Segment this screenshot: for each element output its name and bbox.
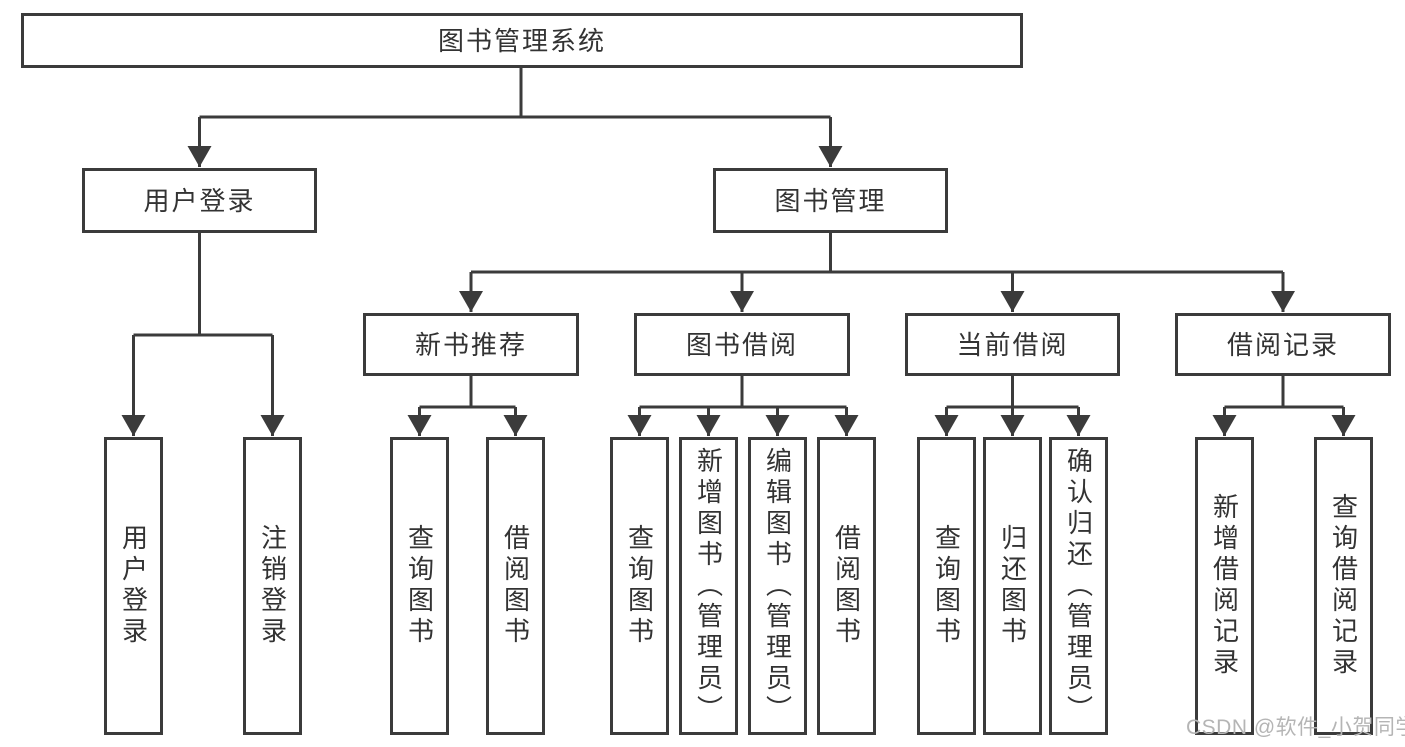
node-current-borrow: 当前借阅 bbox=[905, 313, 1120, 376]
leaf-borrow-books-2-label: 借阅图书 bbox=[831, 524, 862, 648]
node-book-management: 图书管理 bbox=[713, 168, 948, 233]
leaf-edit-book-admin: 编辑图书（管理员） bbox=[748, 437, 807, 735]
connector-new-book-to-leaves bbox=[407, 376, 528, 436]
leaf-logout-label: 注销登录 bbox=[257, 524, 288, 648]
connector-book-borrow-to-leaves bbox=[627, 376, 859, 436]
leaf-search-books-borrow-label: 查询图书 bbox=[624, 524, 655, 648]
leaf-search-borrow-record: 查询借阅记录 bbox=[1314, 437, 1373, 735]
watermark: CSDN @软件_小贺同学 bbox=[1186, 716, 1405, 739]
leaf-confirm-return-admin-label: 确认归还（管理员） bbox=[1063, 446, 1094, 726]
node-book-borrow: 图书借阅 bbox=[634, 313, 850, 376]
node-new-book-recommend: 新书推荐 bbox=[363, 313, 579, 376]
node-borrow-records: 借阅记录 bbox=[1175, 313, 1391, 376]
leaf-search-books-recommend-label: 查询图书 bbox=[404, 524, 435, 648]
leaf-edit-book-admin-label: 编辑图书（管理员） bbox=[762, 446, 793, 726]
leaf-search-books-borrow: 查询图书 bbox=[610, 437, 669, 735]
leaf-user-login-label: 用户登录 bbox=[118, 524, 149, 648]
leaf-add-book-admin: 新增图书（管理员） bbox=[679, 437, 738, 735]
leaf-add-book-admin-label: 新增图书（管理员） bbox=[693, 446, 724, 726]
leaf-borrow-books-recommend: 借阅图书 bbox=[486, 437, 545, 735]
leaf-search-borrow-record-label: 查询借阅记录 bbox=[1328, 493, 1359, 679]
leaf-return-book: 归还图书 bbox=[983, 437, 1042, 735]
node-root-label: 图书管理系统 bbox=[437, 25, 606, 56]
leaf-search-books-recommend: 查询图书 bbox=[390, 437, 449, 735]
node-book-borrow-label: 图书借阅 bbox=[685, 329, 798, 360]
node-new-book-recommend-label: 新书推荐 bbox=[414, 329, 527, 360]
node-book-management-label: 图书管理 bbox=[774, 185, 887, 216]
leaf-search-books-current-label: 查询图书 bbox=[931, 524, 962, 648]
connector-user-login-to-leaves bbox=[121, 233, 285, 436]
leaf-logout: 注销登录 bbox=[243, 437, 302, 735]
node-current-borrow-label: 当前借阅 bbox=[956, 329, 1069, 360]
node-user-login: 用户登录 bbox=[82, 168, 317, 233]
node-user-login-label: 用户登录 bbox=[143, 185, 256, 216]
leaf-return-book-label: 归还图书 bbox=[997, 524, 1028, 648]
node-borrow-records-label: 借阅记录 bbox=[1226, 329, 1339, 360]
leaf-borrow-books-recommend-label: 借阅图书 bbox=[500, 524, 531, 648]
leaf-user-login: 用户登录 bbox=[104, 437, 163, 735]
leaf-borrow-books-2: 借阅图书 bbox=[817, 437, 876, 735]
connector-borrow-records-to-leaves bbox=[1212, 376, 1356, 436]
leaf-add-borrow-record: 新增借阅记录 bbox=[1195, 437, 1254, 735]
connector-root-to-level1 bbox=[187, 68, 843, 167]
node-root: 图书管理系统 bbox=[21, 13, 1023, 68]
leaf-confirm-return-admin: 确认归还（管理员） bbox=[1049, 437, 1108, 735]
connector-current-borrow-to-leaves bbox=[934, 376, 1091, 436]
leaf-search-books-current: 查询图书 bbox=[917, 437, 976, 735]
connector-book-management-to-level2 bbox=[459, 233, 1295, 312]
leaf-add-borrow-record-label: 新增借阅记录 bbox=[1209, 493, 1240, 679]
